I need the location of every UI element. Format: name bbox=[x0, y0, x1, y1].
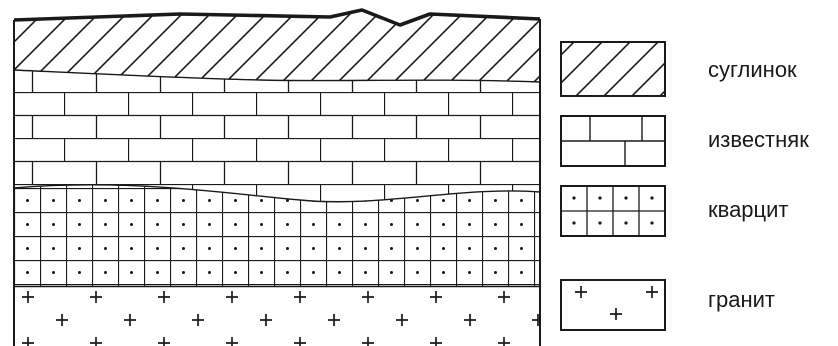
legend-label-limestone: известняк bbox=[708, 129, 809, 151]
legend-swatch-granite bbox=[561, 280, 665, 330]
legend-label-quartzite: кварцит bbox=[708, 199, 789, 221]
legend-swatch-limestone bbox=[561, 116, 665, 166]
legend-label-granite: гранит bbox=[708, 289, 775, 311]
layer-granite bbox=[14, 286, 540, 346]
legend-swatch-loam bbox=[561, 42, 665, 96]
legend-swatch-quartzite bbox=[561, 186, 665, 236]
legend-label-loam: суглинок bbox=[708, 59, 797, 81]
